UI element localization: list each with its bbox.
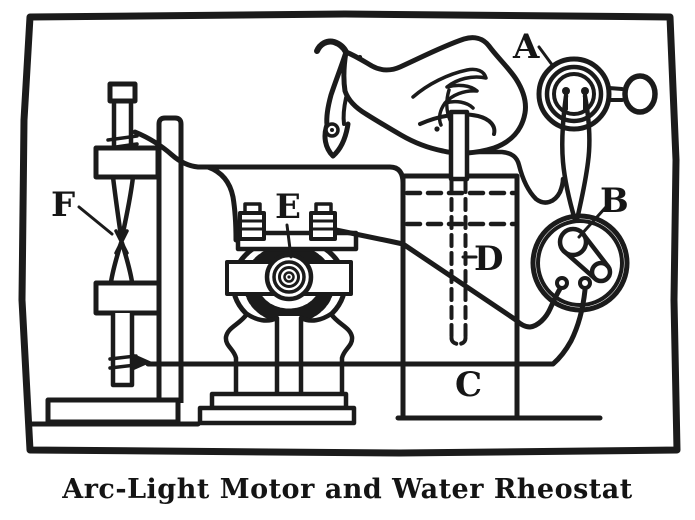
lamp-socket-a (536, 56, 658, 132)
stand-base (45, 397, 181, 425)
pointer-f (77, 205, 114, 236)
pointer-e (285, 223, 293, 259)
rheostat-rod (445, 88, 470, 182)
rotor (264, 252, 314, 302)
label-c: C (455, 365, 482, 405)
wire-socket-left (559, 93, 578, 223)
label-e: E (275, 187, 301, 227)
label-d: D (474, 239, 503, 279)
water-tank (395, 173, 603, 421)
sleeve-curl (314, 38, 349, 55)
motor-slab (197, 405, 357, 426)
wire-branch-to-motor (205, 164, 239, 243)
label-b: B (600, 181, 629, 221)
binding-post-right (309, 202, 337, 241)
upper-carbon (93, 81, 161, 243)
hand-and-sleeve (314, 35, 528, 159)
plug-terminal-right (578, 276, 592, 290)
lower-carbon (93, 240, 162, 388)
finger-curls (411, 67, 488, 127)
binding-post-left (238, 202, 266, 241)
socket-key (622, 73, 658, 115)
wire-rod-clamp (465, 149, 566, 205)
rheostat-rod-submerged (449, 179, 468, 346)
figure-caption: Arc-Light Motor and Water Rheostat (62, 474, 633, 505)
fist-outline (341, 35, 528, 156)
cuff-drape (322, 121, 351, 159)
label-a: A (512, 27, 540, 67)
pointer-b (577, 205, 608, 239)
upper-clamp (93, 145, 161, 180)
lower-clamp (93, 280, 162, 316)
motor-leg-left (223, 311, 280, 398)
water-level-lines (404, 190, 517, 227)
wire-motor-to-plug (333, 227, 564, 330)
wire-tap-arrow (134, 354, 152, 370)
plug-contact-slot (557, 226, 613, 284)
labels: A B C D E F (51, 27, 629, 405)
fingertip-line (445, 88, 452, 122)
wire-lower-carbon-to-plug (145, 287, 588, 367)
wire-upper-carbon-to-tank (132, 129, 406, 186)
thumb-line (418, 112, 497, 136)
attachment-plug-b (530, 213, 630, 313)
motor (197, 202, 359, 426)
arc-lamp-stand (27, 115, 201, 427)
pointer-a (537, 45, 555, 68)
socket-key-neck (607, 86, 624, 102)
plug-terminal-left (555, 276, 569, 290)
motor-leg-right (298, 311, 355, 398)
label-f: F (51, 185, 75, 225)
wire-socket-right (574, 93, 592, 223)
border-frame (18, 10, 681, 457)
